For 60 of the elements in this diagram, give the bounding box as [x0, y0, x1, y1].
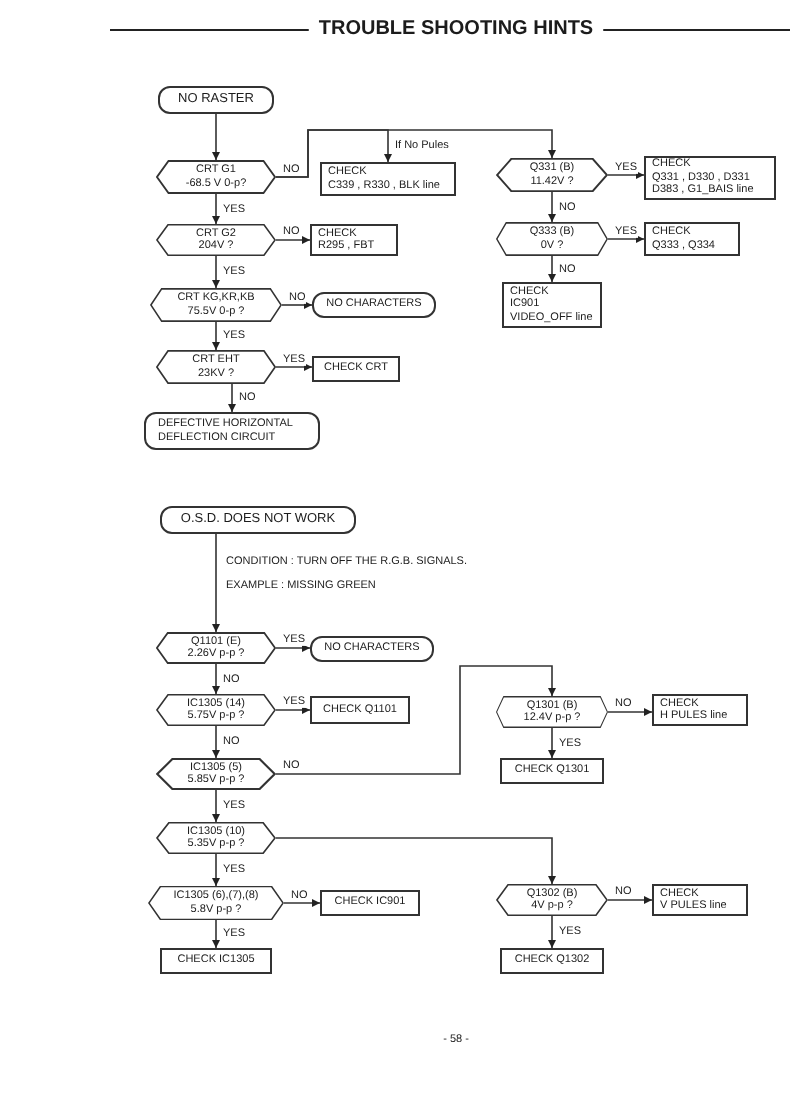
- flow-arrow: [548, 255, 556, 283]
- flow-arrow: [548, 727, 556, 759]
- flow-arrow: [607, 235, 645, 243]
- terminal-box: [158, 86, 274, 114]
- flow-arrow: [212, 533, 220, 633]
- flow-arrow: [275, 706, 311, 714]
- decision-hexagon: [156, 758, 276, 790]
- decision-hexagon: [156, 632, 276, 664]
- decision-hexagon: [156, 822, 276, 854]
- flow-arrow: [607, 708, 653, 716]
- decision-hexagon: [148, 886, 284, 920]
- decision-hexagon: [496, 884, 608, 916]
- flow-arrow: [212, 725, 220, 759]
- flow-arrow: [281, 301, 313, 309]
- process-box: [160, 948, 272, 974]
- decision-hexagon: [150, 288, 282, 322]
- decision-hexagon: [496, 158, 608, 192]
- flow-arrow: [212, 919, 220, 949]
- flow-arrow: [212, 853, 220, 887]
- terminal-box: [160, 506, 356, 534]
- decision-hexagon: [156, 694, 276, 726]
- flow-arrow: [275, 644, 311, 652]
- process-box: [310, 224, 398, 256]
- terminal-box: [312, 292, 436, 318]
- flow-arrow: [607, 896, 653, 904]
- flow-arrow: [607, 171, 645, 179]
- decision-hexagon: [156, 350, 276, 384]
- flow-arrow: [212, 255, 220, 289]
- process-box: [652, 884, 748, 916]
- terminal-box: [310, 636, 434, 662]
- process-box: [500, 948, 604, 974]
- flow-arrow: [283, 899, 321, 907]
- terminal-box: [144, 412, 320, 450]
- process-box: [502, 282, 602, 328]
- process-box: [320, 162, 456, 196]
- process-box: [652, 694, 748, 726]
- decision-hexagon: [496, 222, 608, 256]
- flow-arrow: [212, 789, 220, 823]
- process-box: [644, 156, 776, 200]
- flow-arrow: [275, 129, 556, 178]
- flow-arrow: [212, 321, 220, 351]
- process-box: [312, 356, 400, 382]
- decision-hexagon: [496, 696, 608, 728]
- process-box: [310, 696, 410, 724]
- flow-arrow: [228, 383, 236, 413]
- decision-hexagon: [156, 160, 276, 194]
- flow-arrow: [548, 915, 556, 949]
- flow-arrow: [275, 363, 313, 371]
- process-box: [320, 890, 420, 916]
- process-box: [500, 758, 604, 784]
- process-box: [644, 222, 740, 256]
- flow-arrow: [548, 191, 556, 223]
- flow-arrow: [212, 113, 220, 161]
- flow-arrow: [212, 193, 220, 225]
- flow-arrow: [212, 663, 220, 695]
- decision-hexagon: [156, 224, 276, 256]
- page-title: TROUBLE SHOOTING HINTS: [318, 18, 594, 42]
- flow-arrow: [275, 665, 556, 775]
- flow-arrow: [275, 236, 311, 244]
- flow-arrow: [275, 837, 556, 885]
